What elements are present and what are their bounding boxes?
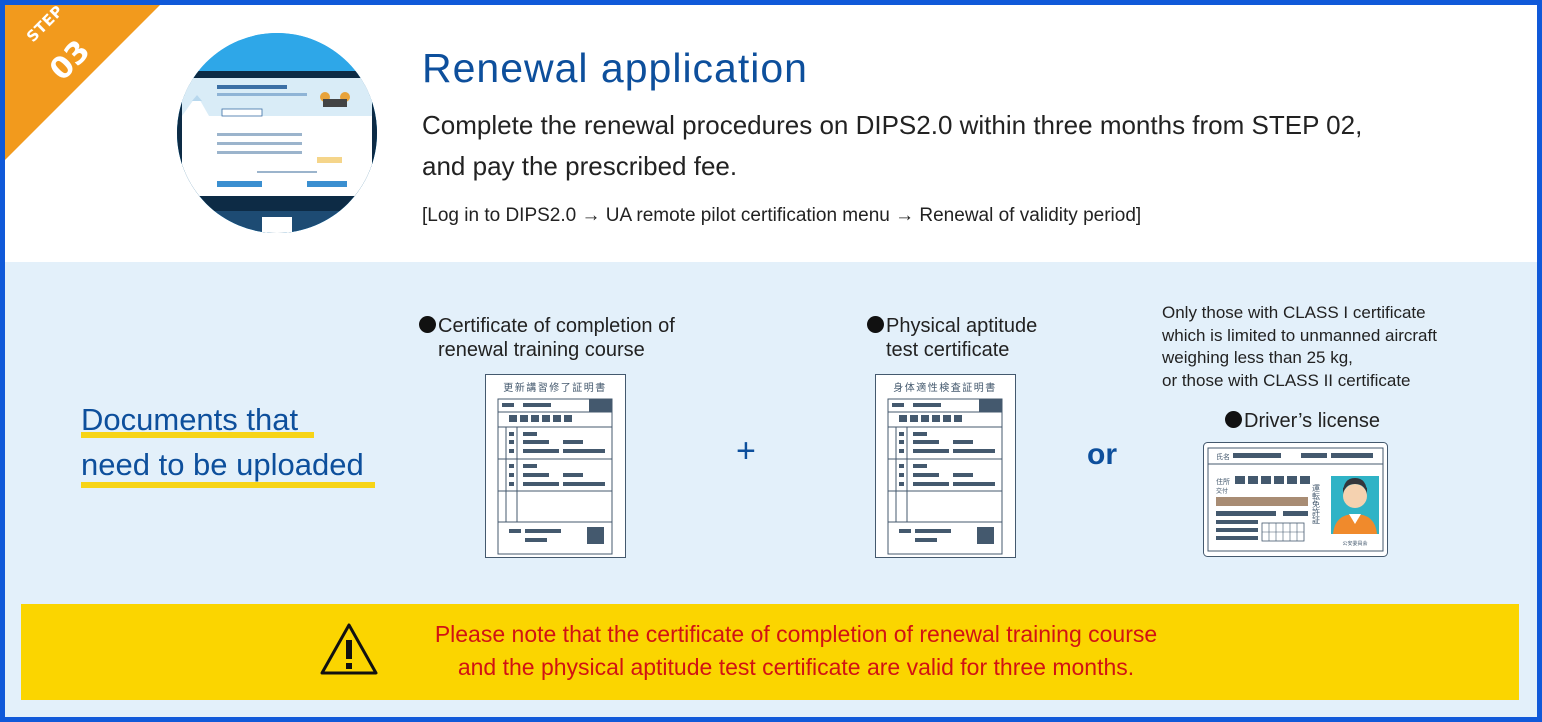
bullet-icon [867, 316, 884, 333]
license-address-field: 住所 [1216, 477, 1230, 486]
condition-line-1: Only those with CLASS I certificate [1162, 303, 1426, 322]
doc2-line-1: Physical aptitude [886, 315, 1038, 337]
documents-heading-line-2: need to be uploaded [81, 447, 364, 482]
documents-heading-line-1: Documents that [81, 402, 299, 437]
plus-sign: + [736, 432, 756, 470]
eligibility-note: Only those with CLASS I certificate whic… [1162, 302, 1492, 392]
bullet-icon [1225, 411, 1242, 428]
step-header-section: STEP 03 Renewal application C [5, 5, 1537, 262]
or-label: or [1087, 438, 1117, 471]
condition-line-4: or those with CLASS II certificate [1162, 370, 1411, 390]
warning-text: Please note that the certificate of comp… [381, 618, 1211, 684]
doc2-line-2: test certificate [886, 339, 1010, 361]
doc2-paper-title: 身体適性検査証明書 [893, 381, 997, 394]
warning-line-2: and the physical aptitude test certifica… [457, 654, 1135, 680]
step-description: Complete the renewal procedures on DIPS2… [422, 105, 1482, 187]
dips-screen-illustration [177, 33, 377, 233]
license-authority: 公安委員会 [1342, 540, 1367, 547]
doc1-label: Certificate of completion of renewal tra… [419, 314, 675, 362]
doc1-line-1: Certificate of completion of [438, 315, 675, 337]
heading-highlight-1 [81, 432, 314, 438]
menu-path: [Log in to DIPS2.0 → UA remote pilot cer… [422, 205, 1142, 226]
license-vertical-title: 運転免許証 [1312, 484, 1321, 525]
license-name-field: 氏名 [1216, 452, 1230, 461]
description-line-2: and pay the prescribed fee. [422, 151, 738, 181]
step-badge [5, 5, 160, 160]
warning-icon [320, 623, 378, 675]
bullet-icon [419, 316, 436, 333]
page-title: Renewal application [422, 45, 808, 91]
doc3-line-1: Driver’s license [1244, 410, 1380, 432]
description-line-1: Complete the renewal procedures on DIPS2… [422, 110, 1363, 140]
condition-line-3: weighing less than 25 kg, [1162, 348, 1353, 367]
certificate-document-icon: 更新講習修了証明書 [485, 374, 626, 558]
condition-line-2: which is limited to unmanned aircraft [1162, 325, 1437, 345]
heading-highlight-2 [81, 482, 375, 488]
doc1-paper-title: 更新講習修了証明書 [503, 381, 607, 394]
doc1-line-2: renewal training course [438, 339, 645, 361]
warning-line-1: Please note that the certificate of comp… [434, 621, 1158, 647]
drivers-license-icon: 氏名 住所 交付 運転免許証 公安委員会 [1203, 442, 1388, 557]
warning-banner: Please note that the certificate of comp… [21, 604, 1519, 700]
doc2-label: Physical aptitude test certificate [867, 314, 1037, 362]
doc3-label: Driver’s license [1225, 409, 1380, 433]
certificate-document-icon: 身体適性検査証明書 [875, 374, 1016, 558]
license-issue-field: 交付 [1216, 487, 1228, 495]
documents-section: Documents that need to be uploaded Certi… [5, 262, 1537, 717]
